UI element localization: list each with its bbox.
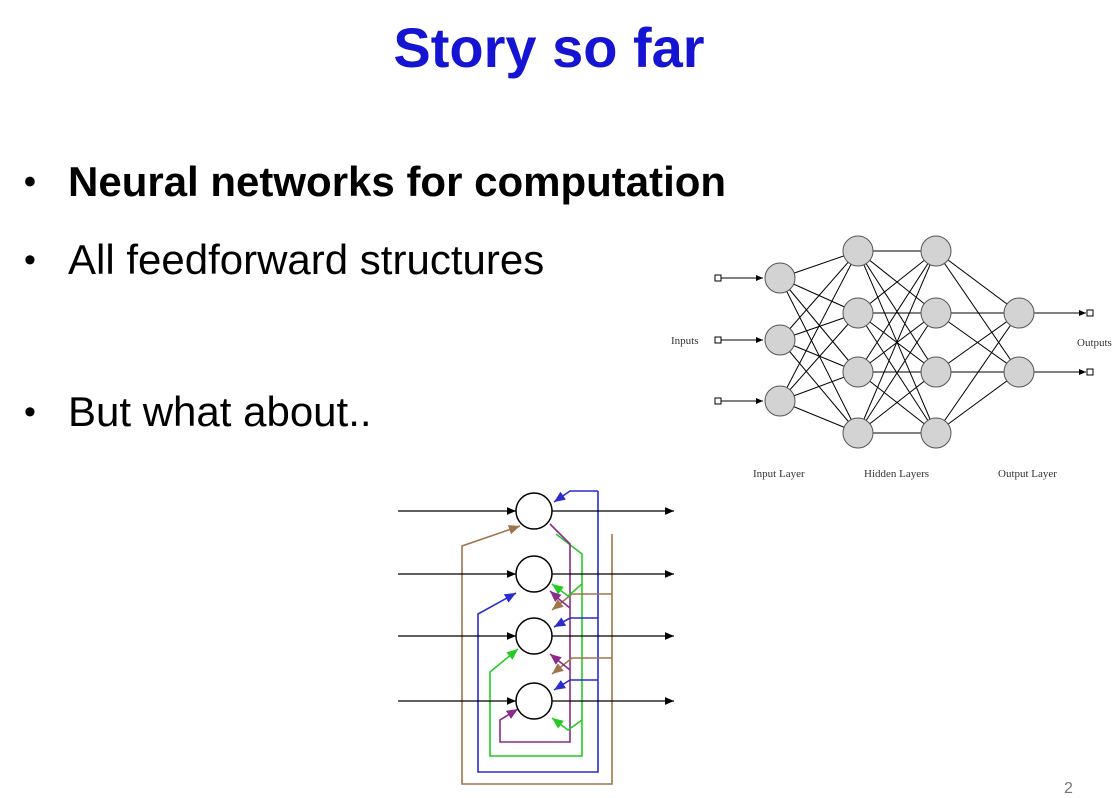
connection-line xyxy=(857,371,937,434)
feedback-connection xyxy=(551,717,583,731)
recurrent-neuron xyxy=(515,492,553,530)
feedforward-edges xyxy=(779,250,1020,434)
feedback-connection xyxy=(553,679,598,691)
recurrent-io-lines xyxy=(398,507,674,705)
output-terminal xyxy=(1086,309,1094,317)
feedback-connection xyxy=(553,490,598,503)
recurrent-neuron xyxy=(515,555,553,593)
connection-line xyxy=(935,371,1020,434)
feedback-connection xyxy=(499,523,571,743)
hidden-neuron xyxy=(920,235,952,267)
inputs-label: Inputs xyxy=(671,335,699,347)
recurrent-neuron xyxy=(515,682,553,720)
bullet-text: Neural networks for computation xyxy=(68,158,727,205)
input-terminal xyxy=(714,274,722,282)
feedback-connection xyxy=(551,593,612,611)
hidden-neuron xyxy=(842,417,874,449)
input-layer-label: Input Layer xyxy=(753,468,805,480)
connection-line xyxy=(935,250,1020,373)
connection-line xyxy=(935,312,1020,373)
connection-line xyxy=(857,312,937,434)
bullet-item: • Neural networks for computation xyxy=(24,156,726,208)
output-neuron xyxy=(1003,297,1035,329)
feedforward-network-diagram: Inputs Outputs Input Layer Hidden Layers… xyxy=(671,235,1112,480)
bullet-dot: • xyxy=(24,393,36,431)
output-layer-label: Output Layer xyxy=(998,468,1057,480)
feedback-connection xyxy=(477,491,599,773)
output-terminal xyxy=(1086,368,1094,376)
connection-line xyxy=(857,250,937,314)
connection-line xyxy=(935,312,1020,434)
input-neuron xyxy=(764,324,796,356)
hidden-layers-label: Hidden Layers xyxy=(864,468,929,480)
connection-line xyxy=(779,312,859,402)
feedback-connection xyxy=(549,590,571,609)
bullet-item: • All feedforward structures xyxy=(24,234,544,286)
hidden-neuron xyxy=(920,356,952,388)
hidden-neuron xyxy=(842,297,874,329)
bullet-text: But what about.. xyxy=(68,388,372,435)
connection-line xyxy=(779,250,859,341)
input-neuron xyxy=(764,385,796,417)
hidden-neuron xyxy=(842,356,874,388)
bullet-dot: • xyxy=(24,163,36,201)
feedback-connection xyxy=(489,533,583,757)
input-terminal xyxy=(714,397,722,405)
hidden-neuron xyxy=(842,235,874,267)
hidden-neuron xyxy=(920,297,952,329)
connection-line xyxy=(857,250,937,373)
input-neuron xyxy=(764,262,796,294)
recurrent-neuron xyxy=(515,617,553,655)
outputs-label: Outputs xyxy=(1077,337,1112,349)
bullet-item: • But what about.. xyxy=(24,386,372,438)
connection-line xyxy=(857,250,937,434)
output-neuron xyxy=(1003,356,1035,388)
connection-line xyxy=(779,250,859,402)
hidden-neuron xyxy=(920,417,952,449)
connection-line xyxy=(935,250,1020,314)
feedback-connection xyxy=(551,583,583,598)
feedback-connection xyxy=(553,617,598,628)
feedback-connection xyxy=(551,657,612,675)
recurrent-nodes xyxy=(515,492,553,720)
bullet-dot: • xyxy=(24,241,36,279)
page-number: 2 xyxy=(1064,780,1073,797)
bullet-text: All feedforward structures xyxy=(68,236,545,283)
input-terminal xyxy=(714,336,722,344)
feedforward-nodes xyxy=(764,235,1035,449)
feedback-connection xyxy=(549,653,571,671)
feedforward-io-arrows xyxy=(714,274,1094,405)
recurrent-network-diagram xyxy=(398,490,674,785)
slide-title: Story so far xyxy=(393,16,705,79)
